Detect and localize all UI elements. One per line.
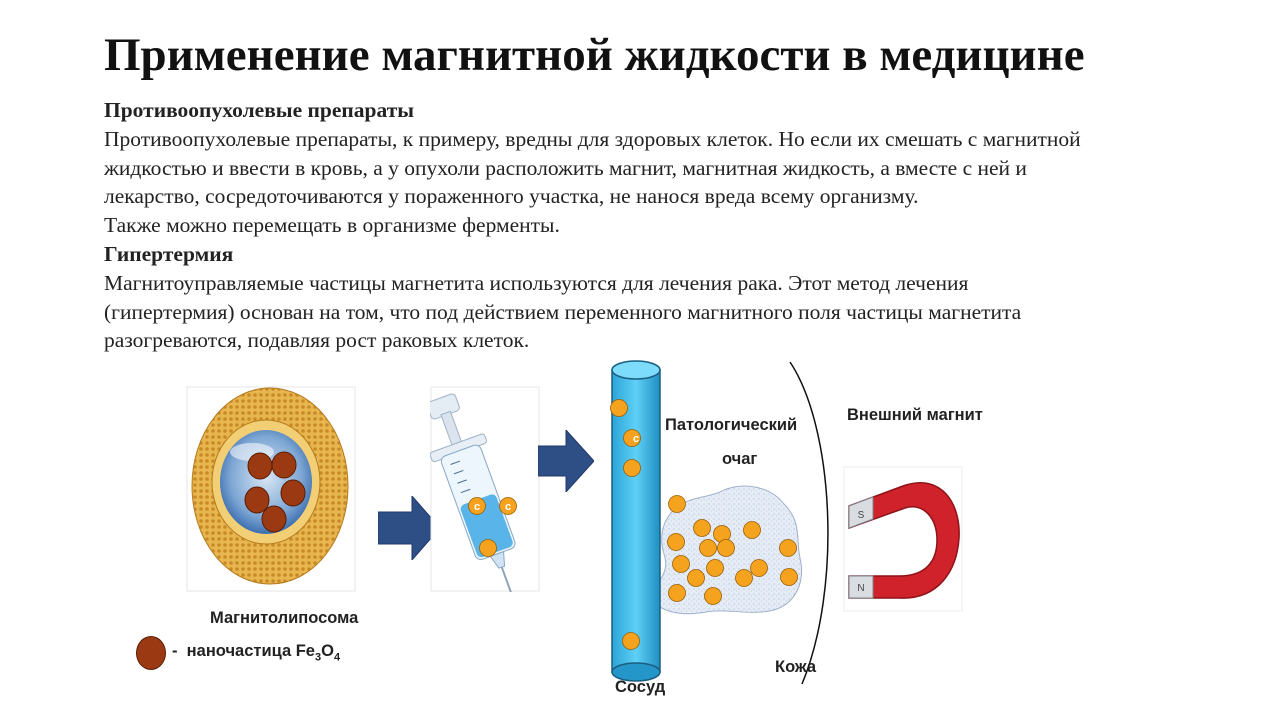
paragraph-line: (гипертермия) основан на том, что под де… — [104, 299, 1022, 324]
section-heading-hyperthermia: Гипертермия — [104, 241, 234, 266]
particle-glyph: c — [474, 501, 480, 513]
magnet-label: Внешний магнит — [847, 406, 983, 424]
nanoparticle — [244, 486, 270, 514]
nanoparticle-cluster — [244, 451, 306, 533]
nanoparticle — [271, 451, 297, 479]
legend-sub: 4 — [333, 651, 341, 664]
paragraph-line: Также можно перемещать в организме ферме… — [104, 213, 560, 238]
nanoparticle — [280, 479, 306, 507]
legend-text: - наночастица Fe3O4 — [172, 642, 340, 663]
body-text: Противоопухолевые препараты Противоопухо… — [104, 96, 1234, 355]
drug-particles — [468, 497, 517, 557]
external-magnet-illustration: S N — [843, 466, 963, 612]
drug-particles — [610, 399, 798, 650]
magnetoliposome-illustration — [186, 386, 356, 592]
paragraph-line: лекарство, сосредоточиваются у пораженно… — [104, 184, 919, 209]
syringe-needle — [500, 566, 519, 592]
skin-boundary — [789, 361, 829, 685]
liposome-label: Магнитолипосома — [210, 609, 359, 627]
legend: - наночастица Fe3O4 — [136, 636, 340, 670]
paragraph-line: Противоопухолевые препараты, к примеру, … — [104, 126, 1081, 151]
nanoparticle-legend-swatch — [136, 636, 166, 670]
pole-n-label: N — [857, 583, 864, 594]
pole-s-label: S — [858, 510, 865, 521]
vessel-label: Сосуд — [615, 678, 666, 696]
blood-vessel — [611, 369, 661, 673]
flow-arrow-2 — [538, 430, 594, 492]
legend-label: наночастица Fe — [186, 642, 315, 661]
page-title: Применение магнитной жидкости в медицине — [104, 29, 1085, 81]
focus-label-line1: Патологический — [665, 416, 798, 434]
magnet-body — [848, 482, 960, 599]
focus-label-line2: очаг — [722, 450, 758, 468]
paragraph-line: Магнитоуправляемые частицы магнетита исп… — [104, 270, 969, 295]
vessel-scene: c — [610, 360, 829, 685]
paragraph-line: жидкостью и ввести в кровь, а у опухоли … — [104, 155, 1027, 180]
particle-glyph: c — [505, 501, 511, 513]
legend-sub: 3 — [314, 651, 322, 664]
section-heading-antitumor: Противоопухолевые препараты — [104, 98, 415, 122]
legend-label-o: O — [321, 642, 334, 661]
legend-dash: - — [172, 642, 178, 661]
nanoparticle — [247, 452, 273, 480]
syringe-illustration: c c — [430, 386, 540, 592]
paragraph-line: разогреваются, подавляя рост раковых кле… — [104, 328, 530, 353]
skin-label: Кожа — [775, 658, 817, 676]
nanoparticle — [261, 505, 287, 533]
particle-glyph: c — [633, 433, 639, 445]
flow-arrow-1 — [378, 496, 440, 560]
